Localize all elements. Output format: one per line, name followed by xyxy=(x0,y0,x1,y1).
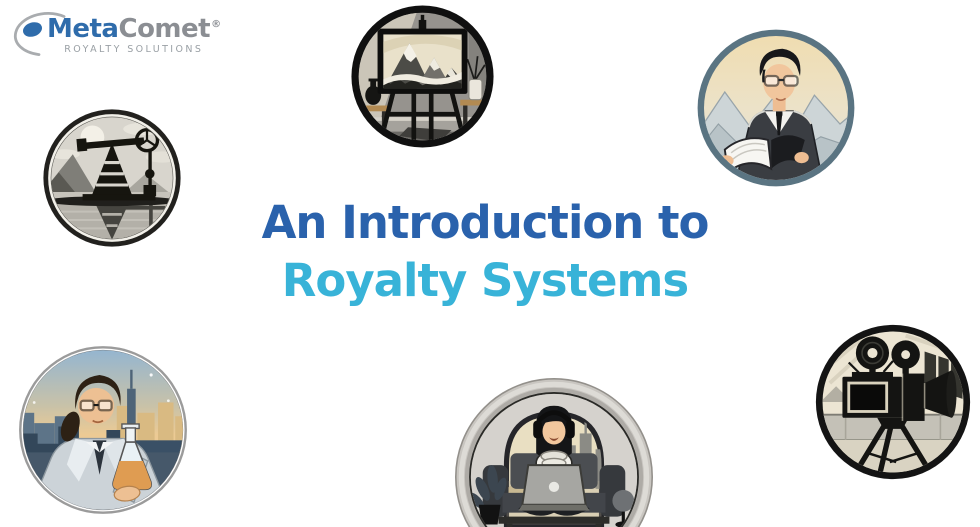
potted-plant xyxy=(470,465,507,525)
tripod xyxy=(855,417,931,473)
reader-art xyxy=(697,29,855,187)
canvas-mountain-painting xyxy=(377,28,468,94)
glasses-icon xyxy=(79,399,113,412)
registered-trademark: ® xyxy=(211,19,221,31)
comet-orbit-icon xyxy=(13,11,66,56)
low-table xyxy=(498,516,610,524)
title-line-2: Royalty Systems xyxy=(281,254,689,307)
scientist-woman xyxy=(26,374,173,510)
title-line-1: An Introduction to xyxy=(261,196,710,249)
metacomet-logo: MetaComet® ROYALTY SOLUTIONS xyxy=(10,6,221,70)
laptop xyxy=(518,464,590,511)
remote-listener-art xyxy=(455,378,653,527)
glasses-icon xyxy=(763,74,799,87)
pumpjack xyxy=(76,128,160,201)
side-table-with-twigs xyxy=(460,56,487,129)
logo-text: MetaComet® ROYALTY SOLUTIONS xyxy=(47,14,221,56)
film-camera-art xyxy=(815,324,971,480)
slide-title: An Introduction to Royalty Systems xyxy=(0,194,970,310)
logo-tagline: ROYALTY SOLUTIONS xyxy=(64,44,204,56)
headphones-icon xyxy=(536,410,572,424)
logo-meta: Meta xyxy=(47,14,119,44)
oil-pumpjack-art xyxy=(43,109,181,247)
film-reels xyxy=(847,336,920,377)
pumpjack-reflection xyxy=(95,203,166,239)
art-studio-art xyxy=(351,5,494,148)
vintage-film-camera-illustration xyxy=(814,323,972,481)
scientist-art xyxy=(19,346,187,514)
camera-body xyxy=(842,370,957,421)
reading-man xyxy=(719,48,825,180)
man-reading-book-illustration xyxy=(696,28,856,188)
logo-wordmark: MetaComet® xyxy=(47,14,221,44)
erlenmeyer-flask xyxy=(112,423,153,491)
scientist-with-flask-illustration xyxy=(17,344,189,516)
art-studio-easel-illustration xyxy=(350,4,495,149)
woman-headphones-laptop-illustration xyxy=(455,378,653,527)
logo-comet: Comet xyxy=(118,14,211,44)
oil-pumpjack-illustration xyxy=(42,108,182,248)
